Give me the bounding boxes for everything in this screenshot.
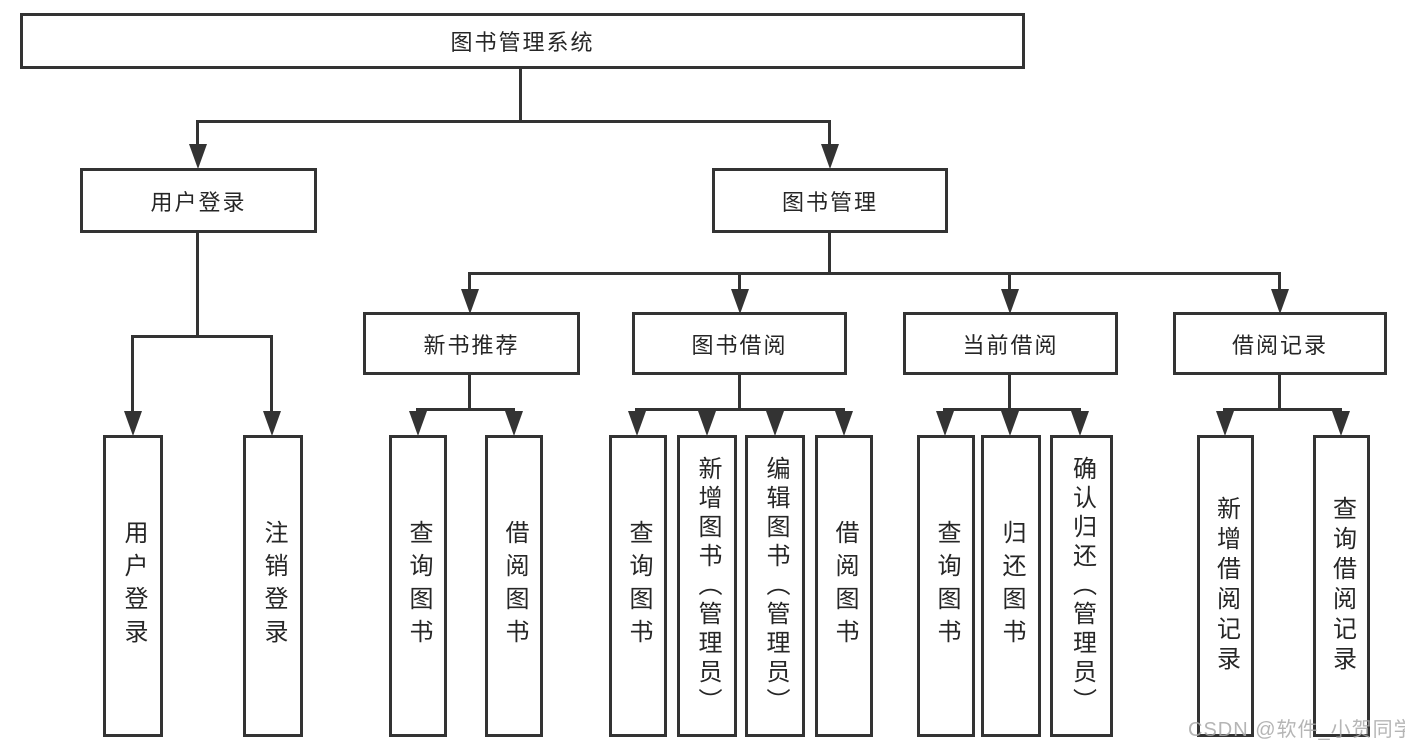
arrowhead-icon <box>1332 411 1350 436</box>
leaf-borrow-books-recommend-label: 借阅图书 <box>501 520 528 652</box>
arrowhead-icon <box>821 144 839 169</box>
node-current-borrow: 当前借阅 <box>903 312 1118 375</box>
node-new-book-recommend: 新书推荐 <box>363 312 580 375</box>
arrowhead-icon <box>263 411 281 436</box>
leaf-add-book-admin: 新增图书（管理员） <box>677 435 737 737</box>
arrowhead-icon <box>1001 289 1019 314</box>
leaf-add-borrow-record: 新增借阅记录 <box>1197 435 1254 737</box>
node-book-borrow-label: 图书借阅 <box>691 332 788 358</box>
leaf-logout-label: 注销登录 <box>260 520 287 652</box>
leaf-confirm-return-admin: 确认归还（管理员） <box>1050 435 1113 737</box>
arrowhead-icon <box>1001 411 1019 436</box>
node-book-borrow: 图书借阅 <box>632 312 847 375</box>
leaf-confirm-return-admin-label: 确认归还（管理员） <box>1068 455 1096 717</box>
arrowhead-icon <box>698 411 716 436</box>
edge-root-stem <box>519 69 522 123</box>
arrowhead-icon <box>835 411 853 436</box>
edge-to-new-book-recommend <box>468 272 471 294</box>
edge-to-book-borrow <box>738 272 741 294</box>
leaf-add-book-admin-label: 新增图书（管理员） <box>694 455 721 717</box>
leaf-query-borrow-record-label: 查询借阅记录 <box>1328 496 1356 676</box>
leaf-edit-book-admin-label: 编辑图书（管理员） <box>762 455 789 717</box>
arrowhead-icon <box>461 289 479 314</box>
node-book-management-label: 图书管理 <box>781 189 878 215</box>
leaf-query-books-borrow-label: 查询图书 <box>625 520 652 652</box>
leaf-borrow-books-recommend: 借阅图书 <box>485 435 543 737</box>
leaf-query-books-borrow: 查询图书 <box>609 435 667 737</box>
edge-book-mgmt-bar <box>468 272 1281 275</box>
node-user-login-label: 用户登录 <box>150 189 247 215</box>
leaf-user-login: 用户登录 <box>103 435 163 737</box>
node-current-borrow-label: 当前借阅 <box>962 332 1059 358</box>
edge-to-book-management <box>828 120 831 148</box>
node-root-library-system: 图书管理系统 <box>20 13 1025 69</box>
arrowhead-icon <box>1216 411 1234 436</box>
edge-records-stem <box>1278 375 1281 410</box>
edge-root-bar <box>196 120 831 123</box>
leaf-logout: 注销登录 <box>243 435 303 737</box>
leaf-query-books-recommend-label: 查询图书 <box>405 520 432 652</box>
edge-recommend-bar <box>416 408 515 411</box>
edge-to-user-login <box>196 120 199 148</box>
leaf-query-books-current: 查询图书 <box>917 435 975 737</box>
leaf-borrow-books: 借阅图书 <box>815 435 873 737</box>
node-book-management: 图书管理 <box>712 168 948 233</box>
leaf-return-books: 归还图书 <box>981 435 1041 737</box>
node-user-login: 用户登录 <box>80 168 317 233</box>
node-new-book-recommend-label: 新书推荐 <box>423 332 520 358</box>
leaf-borrow-books-label: 借阅图书 <box>831 520 858 652</box>
arrowhead-icon <box>731 289 749 314</box>
arrowhead-icon <box>505 411 523 436</box>
leaf-add-borrow-record-label: 新增借阅记录 <box>1212 496 1240 676</box>
leaf-return-books-label: 归还图书 <box>998 520 1025 652</box>
leaf-query-books-recommend: 查询图书 <box>389 435 447 737</box>
arrowhead-icon <box>628 411 646 436</box>
edge-records-bar <box>1223 408 1342 411</box>
edge-current-bar <box>943 408 1081 411</box>
edge-to-leaf-logout <box>270 335 273 413</box>
edge-to-leaf-user-login <box>131 335 134 413</box>
leaf-query-books-current-label: 查询图书 <box>933 520 960 652</box>
leaf-query-borrow-record: 查询借阅记录 <box>1313 435 1370 737</box>
arrowhead-icon <box>936 411 954 436</box>
watermark: CSDN @软件_小贺同学 <box>1188 719 1405 741</box>
edge-borrow-bar <box>635 408 845 411</box>
arrowhead-icon <box>1071 411 1089 436</box>
leaf-user-login-label: 用户登录 <box>120 520 147 652</box>
edge-book-mgmt-stem <box>828 233 831 274</box>
node-borrow-records: 借阅记录 <box>1173 312 1387 375</box>
edge-user-login-bar <box>131 335 273 338</box>
edge-current-stem <box>1008 375 1011 410</box>
arrowhead-icon <box>1271 289 1289 314</box>
arrowhead-icon <box>189 144 207 169</box>
edge-recommend-stem <box>468 375 471 410</box>
edge-borrow-stem <box>738 375 741 410</box>
arrowhead-icon <box>766 411 784 436</box>
leaf-edit-book-admin: 编辑图书（管理员） <box>745 435 805 737</box>
node-borrow-records-label: 借阅记录 <box>1231 332 1328 358</box>
arrowhead-icon <box>124 411 142 436</box>
edge-to-borrow-records <box>1278 272 1281 294</box>
arrowhead-icon <box>409 411 427 436</box>
edge-to-current-borrow <box>1008 272 1011 294</box>
edge-user-login-stem <box>196 233 199 337</box>
node-root-label: 图书管理系统 <box>450 30 595 55</box>
